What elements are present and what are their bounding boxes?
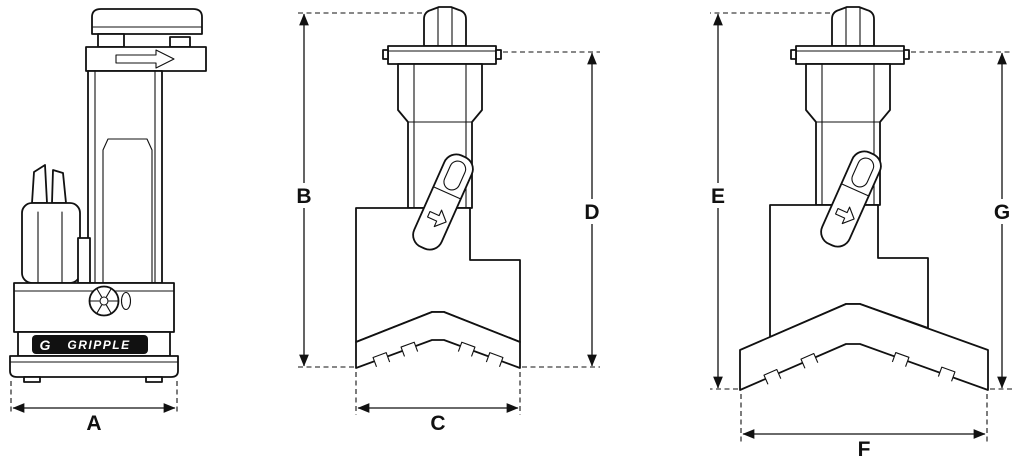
notch: [457, 341, 476, 357]
notch: [800, 352, 819, 369]
brand-name: GRIPPLE: [67, 338, 130, 352]
direction-arrow-icon: [835, 206, 855, 225]
dimension-a: A: [10, 381, 178, 435]
flange-pin: [495, 49, 502, 60]
main-body: [87, 70, 163, 284]
release-lever: [820, 150, 882, 248]
side-tab: [169, 36, 191, 48]
slider-bar: [85, 46, 207, 72]
notch: [372, 352, 391, 368]
dimension-d: D: [503, 51, 605, 368]
dimension-b: B: [291, 13, 317, 367]
flange-pin: [790, 49, 797, 60]
notch: [485, 352, 504, 368]
notch: [937, 366, 956, 382]
saddle-base: [355, 311, 521, 369]
direction-arrow-icon: [427, 209, 447, 228]
dimension-label-f: F: [858, 438, 871, 461]
direction-arrow-icon: [115, 49, 175, 69]
lower-housing: [13, 282, 175, 333]
side-view: B D C: [291, 6, 605, 435]
latch-prong: [51, 169, 67, 204]
front-view: G GRIPPLE A: [9, 8, 207, 435]
flange: [382, 45, 502, 65]
adjuster-knob: [88, 285, 132, 317]
side-view-wide-base: E G F: [705, 6, 1015, 461]
notch: [763, 368, 782, 385]
lever-loop: [443, 160, 467, 191]
notch: [400, 341, 419, 357]
dimension-label-d: D: [584, 201, 599, 224]
flange-pin: [903, 49, 910, 60]
tension-latch: [21, 164, 91, 284]
dimension-e: E: [705, 13, 731, 389]
latch-link: [77, 237, 91, 284]
saddle-base-wide: [739, 303, 989, 391]
dimension-c: C: [355, 372, 521, 435]
badge-plate: [32, 335, 148, 354]
dimension-label-g: G: [994, 201, 1010, 224]
dimension-label-e: E: [711, 185, 725, 208]
knob-cam: [120, 291, 132, 311]
top-cap: [831, 6, 875, 47]
dimension-label-a: A: [86, 412, 101, 435]
dimension-f: F: [740, 394, 988, 461]
notch: [891, 352, 910, 367]
foot: [23, 376, 41, 383]
brand-badge: G GRIPPLE: [17, 331, 171, 357]
flange: [790, 45, 910, 65]
top-cap: [91, 8, 203, 35]
foot: [145, 376, 163, 383]
dimension-label-b: B: [296, 185, 311, 208]
top-cap: [423, 6, 467, 47]
brand-logo-g: G: [40, 337, 51, 353]
dimension-g: G: [911, 51, 1015, 390]
dimension-label-c: C: [430, 412, 445, 435]
release-lever: [412, 153, 474, 251]
flange-pin: [382, 49, 389, 60]
base-plate: [9, 355, 179, 383]
lever-loop: [851, 157, 875, 188]
latch-prong: [31, 164, 48, 204]
cap-neck: [97, 33, 125, 48]
